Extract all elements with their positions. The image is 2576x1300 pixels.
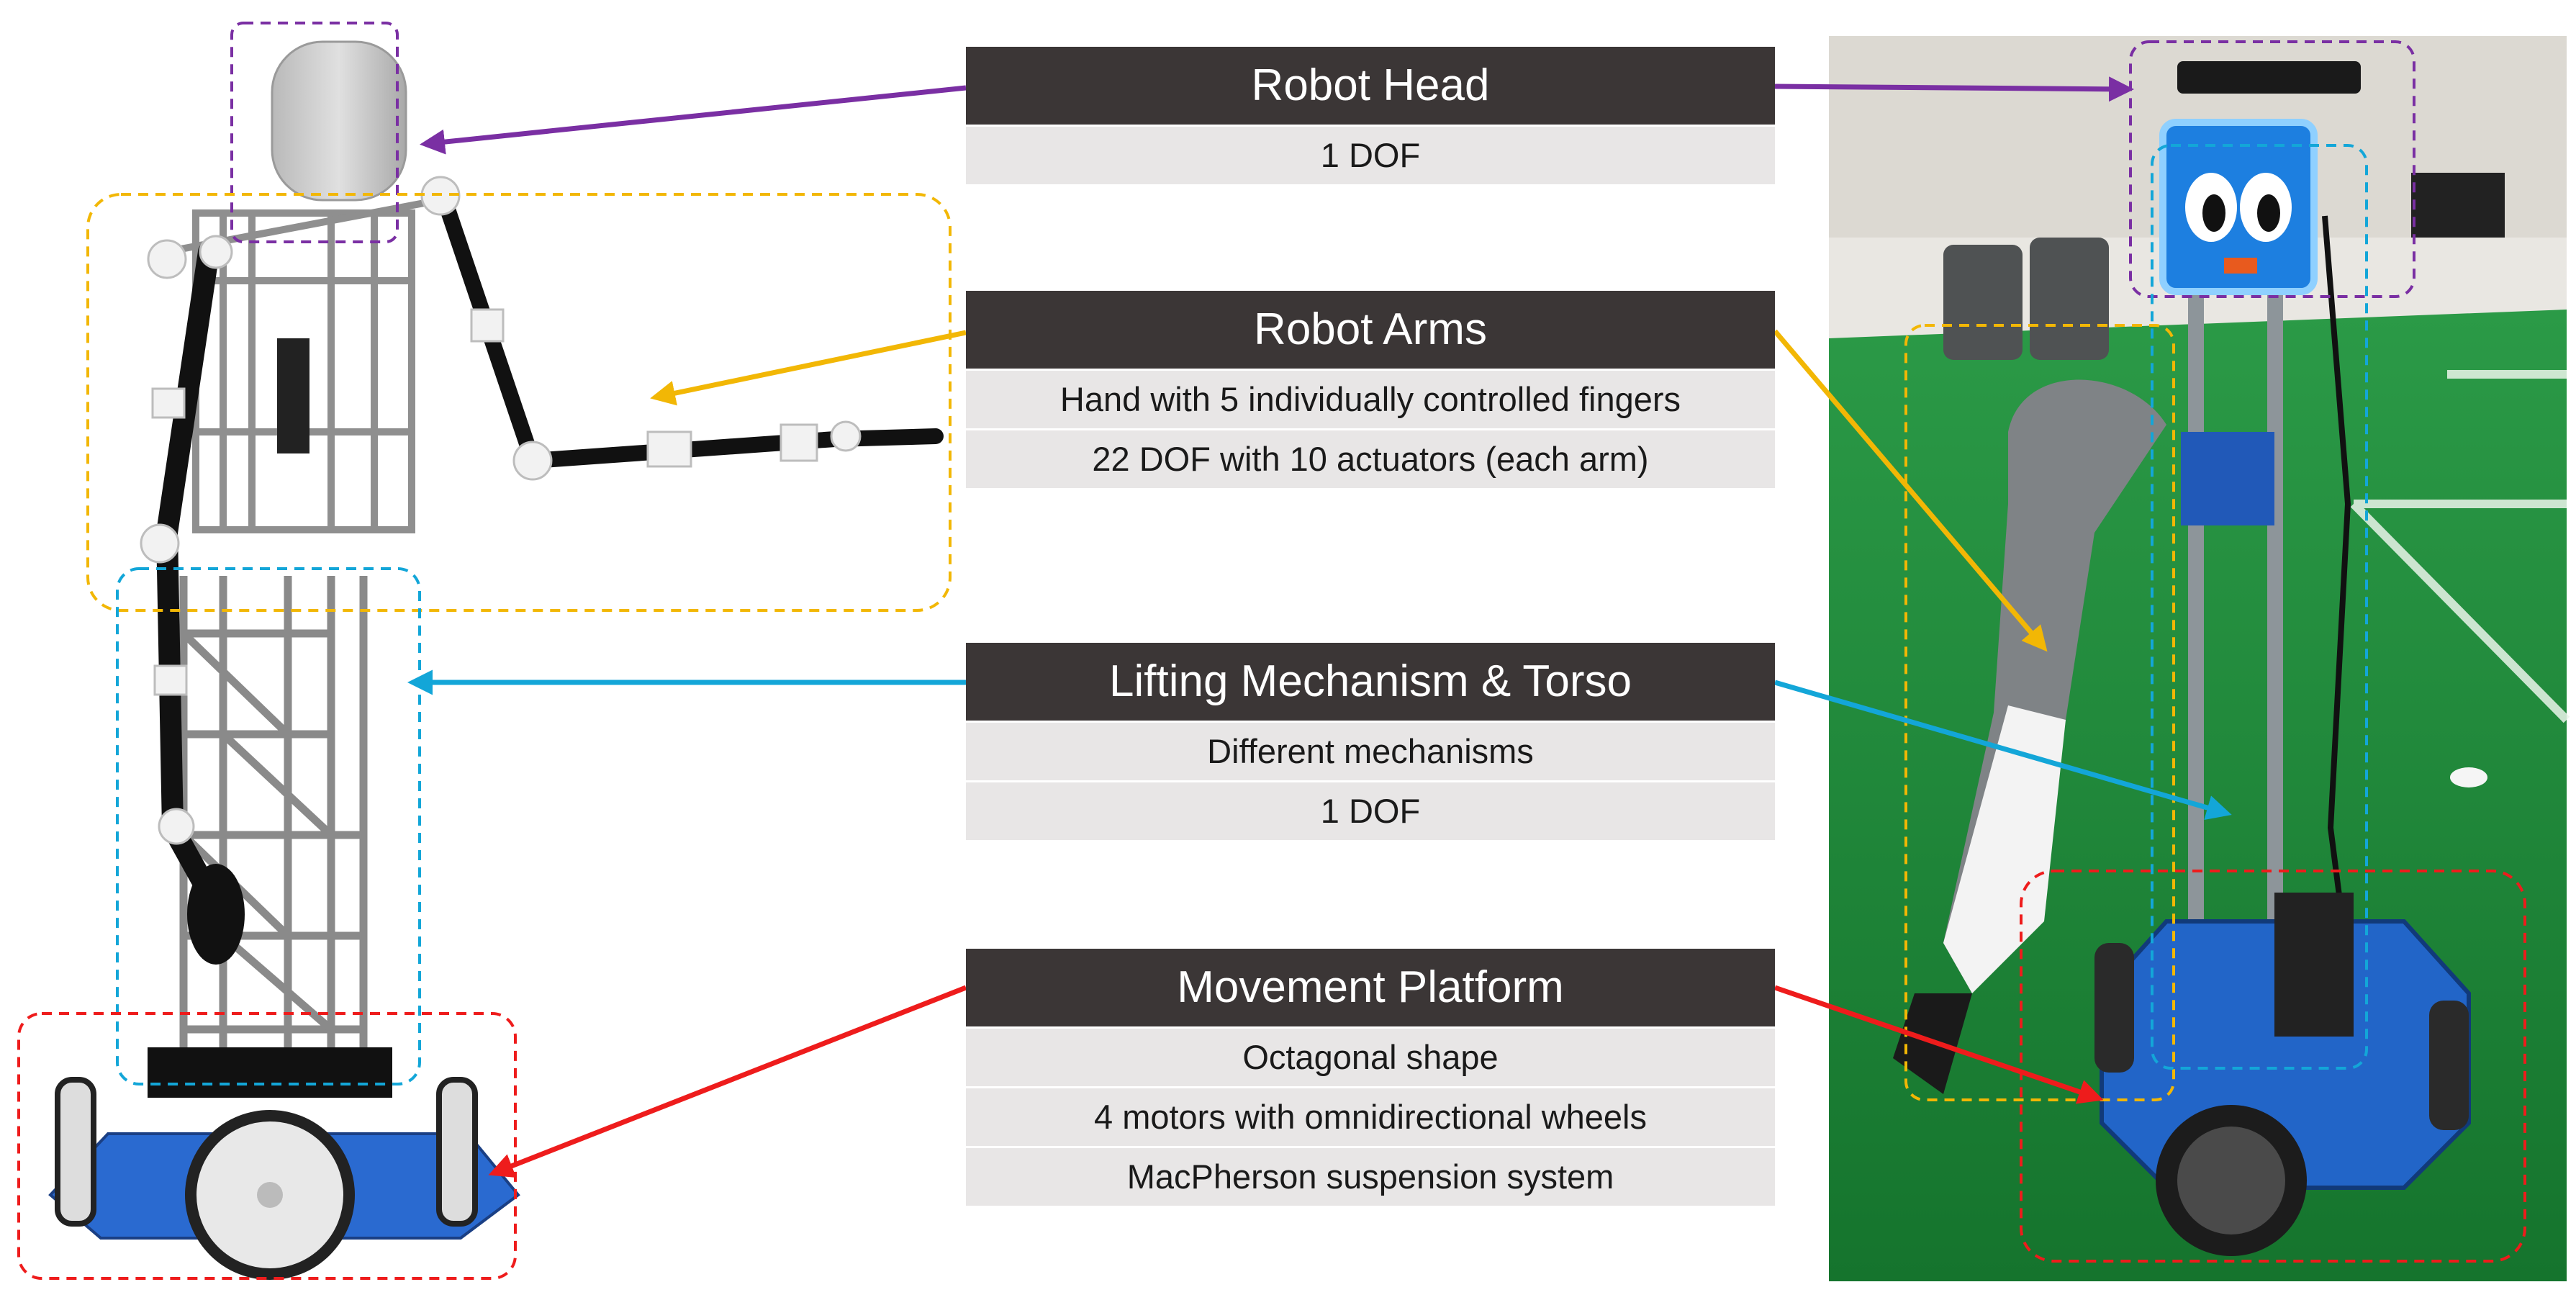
platform-detail: 4 motors with omnidirectional wheels xyxy=(966,1086,1775,1146)
torso-detail: 1 DOF xyxy=(966,780,1775,840)
torso-detail: Different mechanisms xyxy=(966,721,1775,780)
head-arrow-left xyxy=(420,85,967,155)
platform-arrow-right xyxy=(1773,985,2104,1104)
arms-detail: Hand with 5 individually controlled fing… xyxy=(966,369,1775,428)
arms-arrow-left xyxy=(650,330,967,406)
platform-title: Movement Platform xyxy=(966,949,1775,1026)
head-title: Robot Head xyxy=(966,47,1775,125)
head-info-box: Robot Head 1 DOF xyxy=(966,47,1775,184)
head-region-right xyxy=(2129,40,2415,298)
arms-region-left xyxy=(86,193,952,612)
arms-info-box: Robot Arms Hand with 5 individually cont… xyxy=(966,291,1775,488)
platform-detail: MacPherson suspension system xyxy=(966,1146,1775,1206)
head-region-left xyxy=(230,22,399,243)
arms-title: Robot Arms xyxy=(966,291,1775,369)
platform-detail: Octagonal shape xyxy=(966,1026,1775,1086)
torso-arrow-right xyxy=(1774,680,2232,821)
head-detail: 1 DOF xyxy=(966,125,1775,184)
robot-photo-icon xyxy=(1829,36,2570,1281)
torso-title: Lifting Mechanism & Torso xyxy=(966,643,1775,721)
head-arrow-right xyxy=(1774,76,2134,102)
platform-region-left xyxy=(17,1012,517,1280)
torso-region-right xyxy=(2151,144,2368,1070)
torso-region-left xyxy=(116,567,421,1085)
torso-info-box: Lifting Mechanism & Torso Different mech… xyxy=(966,643,1775,840)
platform-info-box: Movement Platform Octagonal shape 4 moto… xyxy=(966,949,1775,1206)
platform-arrow-left xyxy=(488,985,967,1178)
cad-robot-render-icon xyxy=(48,40,944,1280)
arms-detail: 22 DOF with 10 actuators (each arm) xyxy=(966,428,1775,488)
arms-arrow-right xyxy=(1773,329,2048,652)
arms-region-right xyxy=(1904,324,2175,1101)
